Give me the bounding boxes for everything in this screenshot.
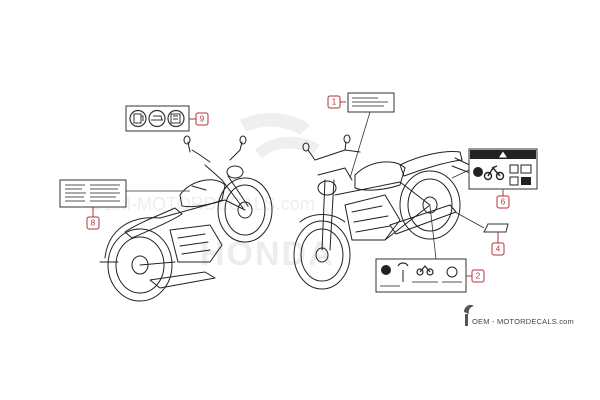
- leader-2b: [429, 205, 437, 260]
- svg-text:2: 2: [476, 272, 481, 281]
- callout-8: 8: [86, 216, 100, 230]
- footer-text: OEM - MOTORDECALS.com: [472, 317, 574, 326]
- leader-1b: [349, 111, 371, 179]
- right-motorcycle: [293, 134, 481, 290]
- svg-text:9: 9: [200, 115, 205, 124]
- callout-6: 6: [496, 195, 510, 209]
- decal-4: [483, 223, 509, 233]
- decal-1: [347, 92, 395, 113]
- motorcycle-icon: [483, 165, 505, 181]
- motorcycle-icon: [416, 265, 434, 276]
- svg-text:1: 1: [332, 98, 337, 107]
- logo-icon: [464, 304, 474, 326]
- svg-text:8: 8: [91, 219, 96, 228]
- helmet-icon: [473, 167, 483, 177]
- decal-2: [375, 258, 467, 293]
- gear-icon: [167, 109, 185, 128]
- tire-pressure-icon: [381, 265, 391, 275]
- leader-6a: [451, 169, 470, 179]
- gear-icon: [446, 266, 458, 278]
- decal-8: [59, 179, 127, 208]
- decal-9: [125, 105, 190, 132]
- leader-4b: [454, 211, 485, 229]
- callout-9: 9: [195, 112, 209, 126]
- footer-logo: OEM - MOTORDECALS.com: [464, 304, 574, 326]
- watermark-site: OEM-MOTORDECALS.com: [90, 194, 315, 214]
- watermark: HONDA OEM-MOTORDECALS.com: [90, 113, 335, 273]
- watermark-brand: HONDA: [200, 235, 335, 273]
- warning-icon: [499, 151, 507, 158]
- tank-icon: [148, 109, 166, 128]
- callout-1: 1: [327, 95, 341, 109]
- lock-icon: [509, 164, 532, 186]
- left-motorcycle: [99, 135, 273, 302]
- svg-text:4: 4: [496, 245, 501, 254]
- decal-6: [468, 148, 538, 190]
- callout-2: 2: [471, 269, 485, 283]
- fuel-icon: [129, 109, 147, 128]
- svg-text:6: 6: [501, 198, 506, 207]
- callout-4: 4: [491, 242, 505, 256]
